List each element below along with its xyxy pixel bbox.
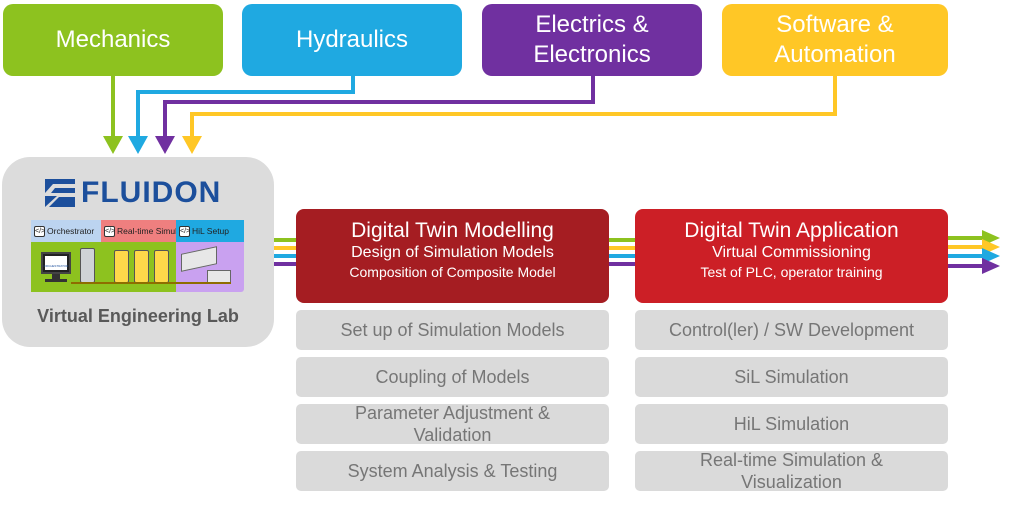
lab-setup-illustration: </> Orchestrator </> Real-time Simulator… (31, 220, 244, 292)
modelling-step: System Analysis & Testing (296, 451, 609, 491)
domain-electrics: Electrics & Electronics (482, 4, 702, 76)
orchestrator-pc-icon (80, 248, 95, 283)
modelling-step-label: System Analysis & Testing (347, 461, 558, 481)
realtime-pc-3-icon (154, 250, 169, 283)
realtime-pc-2-icon (134, 250, 149, 283)
workstation-label: ORCHESTRATOR (43, 264, 69, 268)
application-step: SiL Simulation (635, 357, 948, 397)
application-step-label: SiL Simulation (734, 367, 849, 387)
application-step-label-line1: Real-time Simulation & (699, 450, 884, 470)
application-subtitle: Virtual Commissioning (712, 244, 871, 261)
monitor-icon: ORCHESTRATOR (41, 252, 71, 274)
electrics-connector (155, 76, 595, 154)
hydraulics-connector (128, 76, 355, 154)
hil-tab-icon: </> (179, 225, 191, 237)
modelling-title: Digital Twin Modelling (351, 219, 554, 242)
application-detail: Test of PLC, operator training (700, 264, 883, 280)
application-step: Control(ler) / SW Development (635, 310, 948, 350)
modelling-subtitle: Design of Simulation Models (351, 244, 554, 261)
modelling-step: Set up of Simulation Models (296, 310, 609, 350)
digital-twin-modelling-card: Digital Twin Modelling Design of Simulat… (296, 209, 609, 303)
application-title: Digital Twin Application (684, 219, 899, 242)
modelling-step-label: Set up of Simulation Models (340, 320, 565, 340)
modelling-step-label-line2: Validation (413, 425, 492, 445)
application-step: HiL Simulation (635, 404, 948, 444)
application-step-label: Control(ler) / SW Development (668, 320, 915, 340)
fluidon-logo: FLUIDON (45, 176, 221, 210)
fluidon-logo-mark-icon (45, 179, 75, 207)
lab-to-modelling-lines (274, 238, 296, 266)
domain-mechanics: Mechanics (3, 4, 223, 76)
tab-hil: </> HiL Setup (176, 220, 244, 242)
tab-realtime-label: Real-time Simulator (117, 226, 192, 236)
domain-software: Software & Automation (722, 4, 948, 76)
domain-software-label-line2: Automation (774, 41, 896, 68)
output-arrows (948, 230, 1000, 274)
orchestrator-tab-icon: </> (34, 225, 46, 237)
domain-electrics-label-line1: Electrics & (535, 11, 649, 38)
modelling-to-application-lines (609, 238, 635, 266)
domain-software-label-line1: Software & (776, 11, 894, 38)
digital-twin-application-card: Digital Twin Application Virtual Commiss… (635, 209, 948, 303)
domain-electrics-label-line2: Electronics (533, 41, 651, 68)
domain-hydraulics: Hydraulics (242, 4, 462, 76)
fluidon-logo-text: FLUIDON (81, 176, 222, 209)
application-step-label: HiL Simulation (733, 414, 850, 434)
modelling-step: Parameter Adjustment & Validation (296, 403, 609, 445)
domain-mechanics-label: Mechanics (55, 26, 171, 53)
tab-hil-label: HiL Setup (192, 226, 230, 236)
modelling-detail: Composition of Composite Model (349, 264, 556, 280)
realtime-tab-icon: </> (104, 225, 116, 237)
modelling-step-label-line1: Parameter Adjustment & (354, 403, 551, 423)
application-step: Real-time Simulation & Visualization (635, 450, 948, 492)
lab-caption: Virtual Engineering Lab (37, 306, 239, 326)
modelling-step: Coupling of Models (296, 357, 609, 397)
tab-orchestrator-label: Orchestrator (47, 226, 95, 236)
tab-realtime: </> Real-time Simulator (101, 220, 192, 242)
mechanics-connector (103, 76, 123, 154)
application-step-label-line2: Visualization (741, 472, 842, 492)
domain-hydraulics-label: Hydraulics (295, 26, 409, 53)
software-connector (182, 76, 837, 154)
modelling-step-label: Coupling of Models (375, 367, 530, 387)
tab-orchestrator: </> Orchestrator (31, 220, 101, 242)
realtime-pc-1-icon (114, 250, 129, 283)
